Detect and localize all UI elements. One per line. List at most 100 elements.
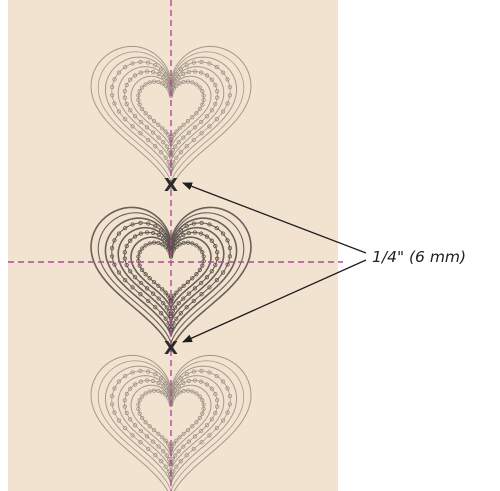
stitch-bead [176,75,181,80]
stitch-bead [163,155,168,160]
stitch-bead [110,246,115,251]
stitch-bead [137,250,142,255]
stitch-bead [200,89,205,94]
stitch-bead [227,85,232,90]
stitch-bead [122,404,127,409]
stitch-bead [128,238,133,243]
stitch-bead [214,373,219,379]
stitch-bead [220,379,226,384]
stitch-bead [185,280,191,285]
stitch-bead [207,61,212,66]
stitch-bead [132,234,138,239]
stitch-bead [156,283,161,288]
stitch-bead [199,292,204,297]
stitch-bead [201,93,206,98]
stitch-outline [97,360,245,491]
stitch-bead [184,63,189,68]
stitch-bead [159,150,164,155]
stitch-bead [190,389,195,394]
stitch-bead [204,275,210,280]
stitch-bead [186,439,191,444]
stitch-bead [144,125,150,130]
stitch-bead [140,246,145,251]
stitch-bead [191,221,196,226]
stitch-bead [128,417,133,422]
stitch-bead [132,73,138,78]
stitch-bead [213,101,218,107]
stitch-bead [146,221,151,226]
stitch-bead [191,60,196,65]
stitch-bead [165,132,171,137]
stitch-bead [220,109,226,114]
stitch-bead [181,135,186,140]
stitch-bead [213,83,218,88]
stitch-bead [112,77,117,82]
stitch-bead [163,438,168,443]
stitch-bead [197,394,202,399]
stitch-bead [144,434,150,439]
stitch-bead [190,276,195,281]
stitch-bead [199,131,204,136]
placement-marks: X X [164,175,178,359]
stitch-bead [153,305,158,310]
stitch-bead [185,428,191,433]
stitch-bead [112,101,117,106]
stitch-bead [143,111,148,116]
stitch-bead [199,220,204,226]
stitch-bead [220,270,226,275]
stitch-bead [214,225,219,231]
stitch-bead [156,240,161,246]
stitch-bead [144,69,150,74]
stitch-bead [163,392,168,397]
stitch-bead [116,270,122,275]
stitch-bead [214,277,219,283]
stitch-bead [201,97,206,103]
stitch-bead [174,233,179,238]
stitch-bead [140,394,145,399]
stitch-bead [112,262,117,267]
stitch-bead [156,388,161,394]
stitch-bead [156,135,161,140]
stitch-bead [174,244,179,249]
stitch-bead [207,124,212,129]
stitch-bead [174,464,179,469]
stitch-bead [209,417,214,422]
stitch-bead [176,140,181,145]
stitch-bead [225,101,230,106]
stitch-bead [192,378,198,383]
stitch-bead [164,305,169,310]
stitch-bead [214,116,219,122]
stitch-bead [122,398,127,403]
stitch-bead [164,79,169,84]
stitch-bead [138,70,143,75]
stitch-bead [225,77,230,82]
stitch-bead [140,106,145,112]
stitch-bead [215,95,220,100]
stitch-bead [138,131,143,136]
stitch-bead [191,369,196,374]
stitch-bead [177,126,182,131]
stitch-bead [159,228,164,233]
stitch-bead [220,70,226,75]
stitch-bead [153,453,158,458]
stitch-bead [138,440,143,445]
stitch-bead [207,285,212,290]
stitch-bead [178,311,183,316]
stitch-bead [128,269,133,274]
stitch-bead [123,116,128,122]
stitch-bead [159,311,164,316]
stitch-bead [163,233,168,238]
stitch-bead [209,386,214,391]
stitch-bead [122,89,127,94]
stitch-bead [165,293,171,298]
stitch-bead [174,129,179,134]
stitch-bead [137,89,142,94]
stitch-bead [132,114,138,119]
center-guidelines [8,0,343,491]
stitch-bead [174,83,179,88]
stitch-bead [136,254,141,259]
stitch-bead [176,301,181,306]
stitch-bead [181,444,186,449]
stitch-bead [130,370,135,375]
arrow-to-upper-mark [182,182,367,254]
